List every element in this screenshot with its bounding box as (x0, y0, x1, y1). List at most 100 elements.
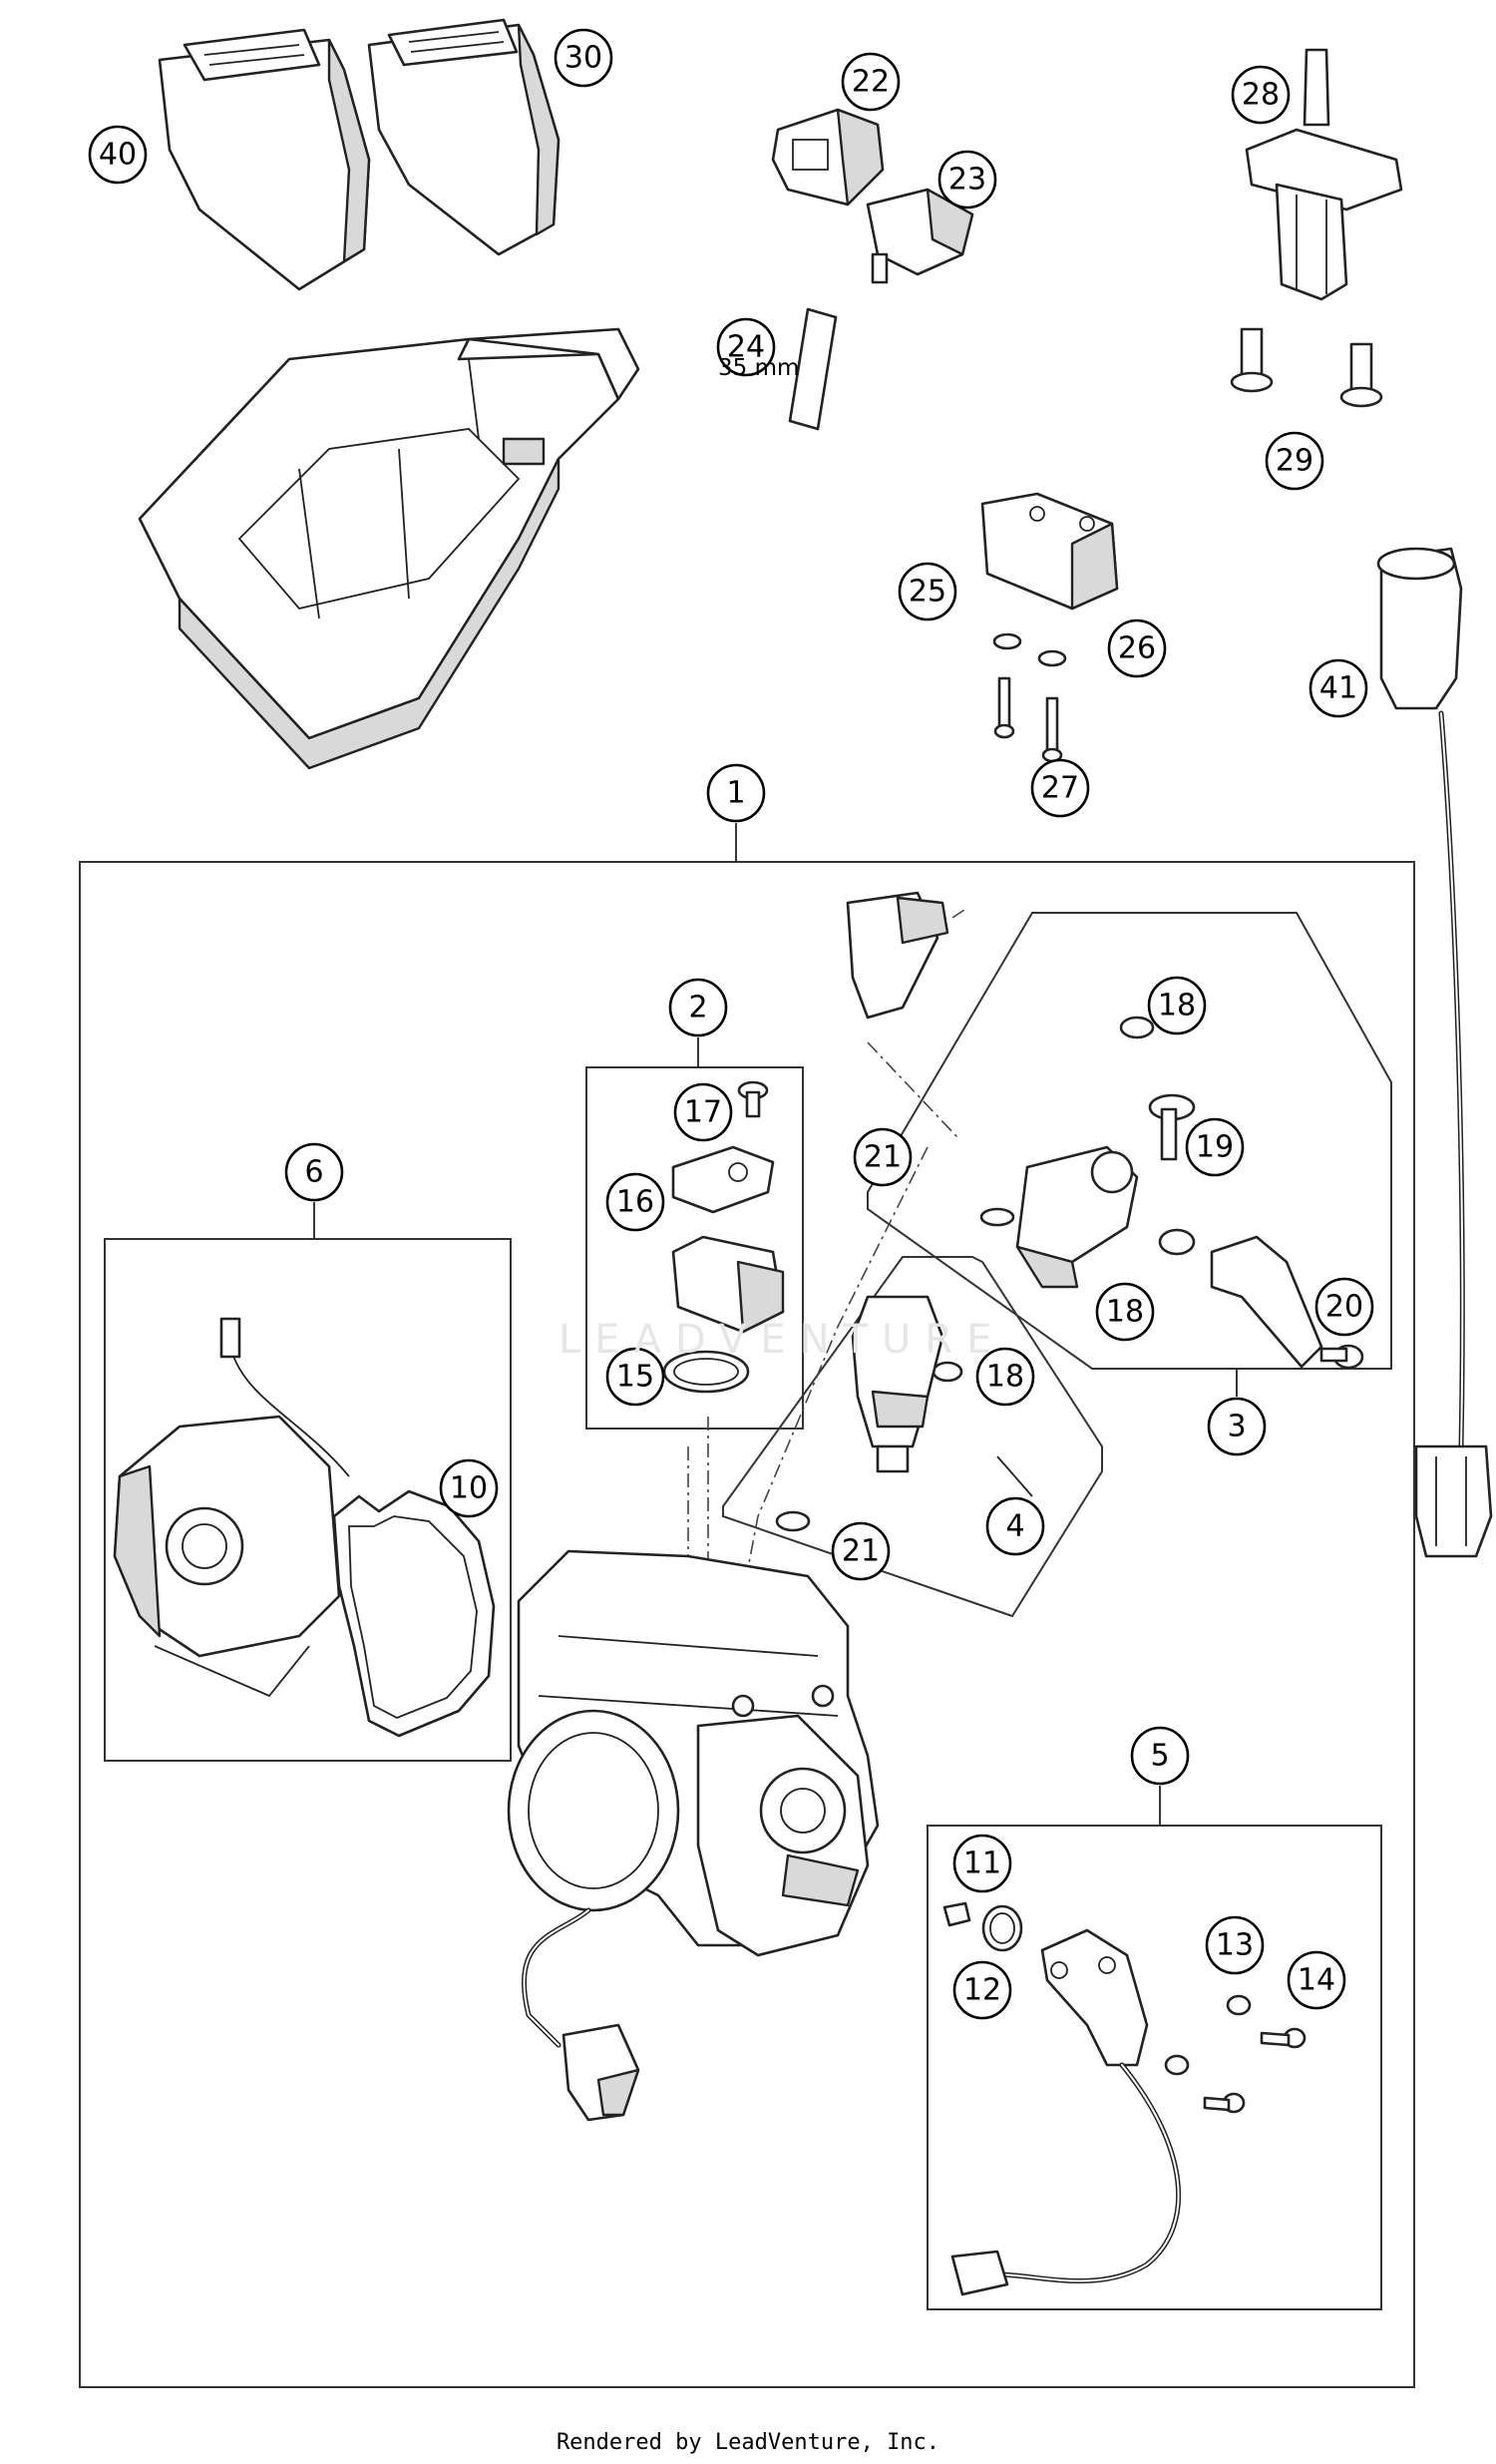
ecu-unit-30 (367, 18, 561, 256)
callout-29: 29 (1265, 431, 1324, 491)
svg-text:3: 3 (1227, 1410, 1246, 1444)
svg-text:41: 41 (1319, 671, 1357, 706)
screws-29 (1230, 327, 1383, 408)
watermark-text: LEADVENTURE (559, 1317, 1006, 1363)
svg-text:22: 22 (852, 65, 890, 100)
callout-41: 41 (1309, 658, 1368, 718)
svg-text:27: 27 (1041, 771, 1079, 806)
svg-text:4: 4 (1005, 1509, 1024, 1544)
sensor-holder-16 (671, 1145, 775, 1214)
svg-text:2: 2 (688, 991, 707, 1026)
svg-text:5: 5 (1150, 1739, 1169, 1774)
callout-2: 2 (668, 978, 728, 1037)
injector-holder (1015, 1145, 1139, 1289)
svg-text:17: 17 (684, 1095, 722, 1130)
svg-text:25: 25 (909, 575, 946, 610)
position-sensor (1040, 1928, 1149, 2067)
callout-27: 27 (1030, 758, 1090, 818)
ecu-unit-40 (158, 28, 371, 291)
svg-text:21: 21 (864, 1140, 902, 1175)
svg-text:18: 18 (1106, 1295, 1144, 1330)
svg-text:14: 14 (1298, 1963, 1335, 1998)
svg-text:16: 16 (616, 1185, 654, 1220)
svg-text:23: 23 (948, 163, 986, 198)
switch-25 (980, 492, 1119, 611)
screw-17 (737, 1080, 769, 1118)
fuel-fitting (1210, 1235, 1323, 1369)
ecu-holder-tray (138, 327, 640, 770)
callout-13: 13 (1205, 1915, 1265, 1975)
footer-credit: Rendered by LeadVenture, Inc. (556, 2430, 940, 2455)
o-ring-18-top (1119, 1016, 1155, 1039)
svg-text:18: 18 (986, 1360, 1024, 1395)
callout-17: 17 (673, 1082, 733, 1142)
speed-sensor-body (671, 1235, 785, 1334)
hose-length-label: 35 mm (718, 355, 800, 381)
callout-16: 16 (605, 1172, 665, 1232)
svg-text:29: 29 (1276, 444, 1313, 479)
pressure-sensor-23 (866, 188, 974, 284)
temperature-sensor-28 (1245, 48, 1403, 301)
sensor-bracket-22 (771, 108, 885, 206)
assembly-frame-1 (79, 861, 1415, 2388)
group-frame-3 (867, 912, 1392, 1370)
screw-20 (1319, 1344, 1364, 1370)
screws-27 (993, 676, 1063, 763)
washers-26 (992, 632, 1067, 667)
callout-25: 25 (898, 562, 957, 621)
callout-10: 10 (439, 1458, 499, 1518)
injector-external (846, 891, 949, 1020)
svg-text:19: 19 (1196, 1130, 1234, 1165)
callout-3: 3 (1207, 1397, 1267, 1456)
o-ring-21-left (979, 1207, 1015, 1227)
callout-18-mid: 18 (1095, 1282, 1155, 1342)
svg-text:12: 12 (963, 1973, 1001, 2008)
callout-21-lower: 21 (831, 1521, 891, 1581)
callout-18-lower: 18 (975, 1347, 1035, 1407)
callout-40: 40 (88, 125, 148, 185)
callout-4: 4 (985, 1496, 1045, 1556)
o-ring-18-mid (1158, 1228, 1196, 1256)
svg-text:40: 40 (99, 138, 137, 173)
callout-15: 15 (605, 1347, 665, 1407)
callout-30: 30 (554, 28, 613, 88)
callout-26: 26 (1107, 618, 1167, 678)
throttle-linkage (113, 1317, 350, 1698)
callout-6: 6 (284, 1142, 344, 1202)
o-ring-12 (981, 1904, 1023, 1952)
injector-4 (851, 1295, 944, 1473)
callout-11: 11 (952, 1834, 1012, 1893)
screw-11 (942, 1901, 971, 1927)
callout-21-left: 21 (853, 1127, 913, 1187)
svg-text:11: 11 (963, 1847, 1001, 1881)
svg-text:30: 30 (564, 41, 602, 76)
callout-20: 20 (1314, 1277, 1374, 1337)
callout-18-top: 18 (1147, 976, 1207, 1035)
screw-19 (1148, 1093, 1196, 1161)
wiring-harness-41 (1376, 547, 1493, 1558)
o-ring-15 (662, 1350, 750, 1394)
o-ring-21-lower (775, 1510, 811, 1532)
svg-text:21: 21 (842, 1534, 880, 1569)
o-ring-18-lower (932, 1361, 963, 1383)
callout-24: 24 (716, 317, 776, 377)
group-frame-6 (104, 1238, 512, 1762)
svg-text:10: 10 (450, 1471, 488, 1506)
group-frame-2 (585, 1066, 804, 1430)
svg-text:1: 1 (726, 776, 745, 811)
svg-text:26: 26 (1118, 631, 1156, 666)
callout-23: 23 (937, 150, 997, 209)
callout-28: 28 (1231, 65, 1291, 125)
svg-text:18: 18 (1158, 989, 1196, 1024)
washers-13 (1164, 1994, 1252, 2076)
svg-text:20: 20 (1325, 1290, 1363, 1325)
svg-text:13: 13 (1216, 1928, 1254, 1963)
svg-text:15: 15 (616, 1360, 654, 1395)
svg-text:24: 24 (727, 330, 765, 365)
callout-14: 14 (1287, 1950, 1346, 2010)
gasket-10 (332, 1489, 496, 1738)
sensor-cable (950, 2062, 1182, 2296)
callout-5: 5 (1130, 1726, 1190, 1786)
throttle-body (507, 1549, 880, 1957)
